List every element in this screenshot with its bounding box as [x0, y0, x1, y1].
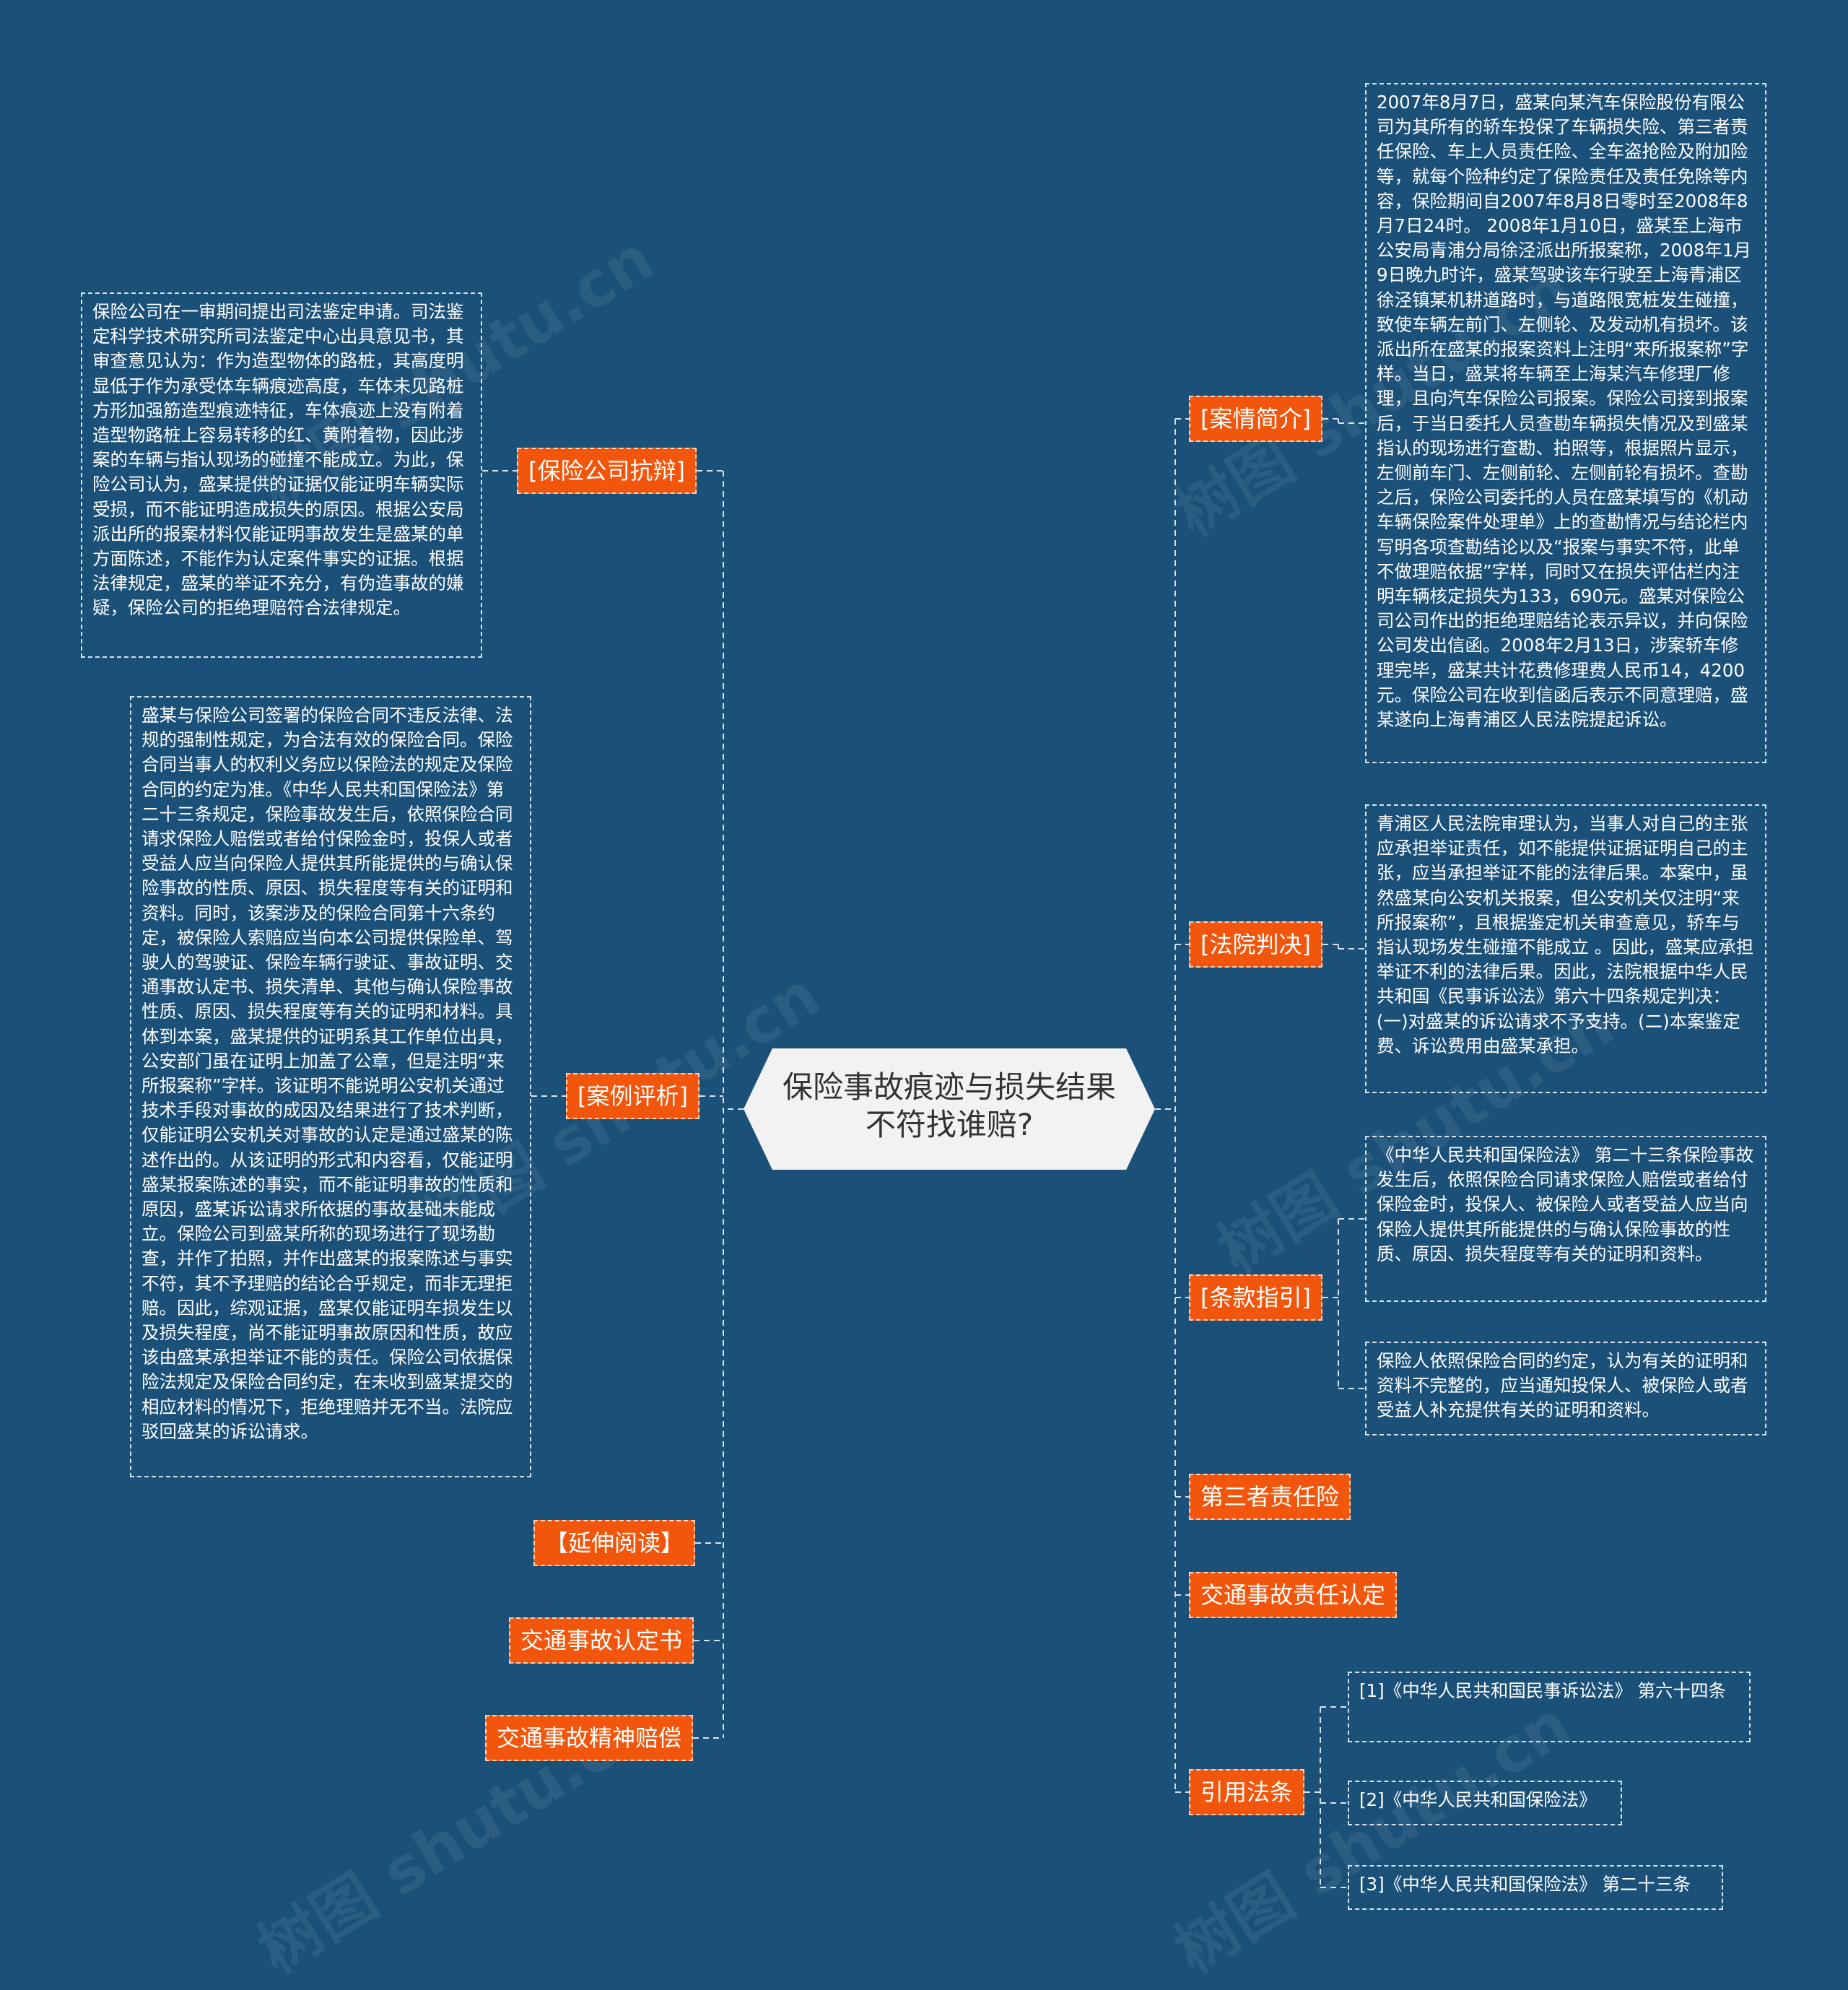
leaf-court-text: 青浦区人民法院审理认为，当事人对自己的主张应承担举证责任，如不能提供证据证明自己… [1365, 804, 1766, 1093]
branch-traffic-liability[interactable]: 交通事故责任认定 [1189, 1572, 1398, 1618]
leaf-clause-supplement: 保险人依照保险合同的约定，认为有关的证明和资料不完整的，应当通知投保人、被保险人… [1365, 1342, 1766, 1435]
branch-clause-guide[interactable]: [条款指引] [1189, 1274, 1322, 1321]
leaf-case-intro-text: 2007年8月7日，盛某向某汽车保险股份有限公司为其所有的轿车投保了车辆损失险、… [1365, 83, 1766, 763]
branch-accident-report[interactable]: 交通事故认定书 [509, 1617, 694, 1664]
branch-further-reading[interactable]: 【延伸阅读】 [533, 1520, 696, 1566]
leaf-insurer-defense-text: 保险公司在一审期间提出司法鉴定申请。司法鉴定科学技术研究所司法鉴定中心出具意见书… [81, 292, 482, 658]
leaf-clause-article-23: 《中华人民共和国保险法》 第二十三条保险事故发生后，依照保险合同请求保险人赔偿或… [1365, 1136, 1766, 1302]
branch-case-analysis[interactable]: [案例评析] [566, 1073, 699, 1119]
branch-third-party-insurance[interactable]: 第三者责任险 [1189, 1474, 1351, 1520]
leaf-case-analysis-text: 盛某与保险公司签署的保险合同不违反法律、法规的强制性规定，为合法有效的保险合同。… [130, 696, 531, 1477]
leaf-law-civil-procedure: [1]《中华人民共和国民事诉讼法》 第六十四条 [1348, 1672, 1751, 1742]
root-topic[interactable]: 保险事故痕迹与损失结果不符找谁赔? [744, 1048, 1155, 1170]
branch-court-judgment[interactable]: [法院判决] [1189, 921, 1322, 968]
branch-insurer-defense[interactable]: [保险公司抗辩] [517, 448, 697, 494]
branch-mental-damage[interactable]: 交通事故精神赔偿 [485, 1715, 694, 1761]
leaf-law-insurance: [2]《中华人民共和国保险法》 [1348, 1781, 1622, 1825]
leaf-law-insurance-article-23: [3]《中华人民共和国保险法》 第二十三条 [1348, 1865, 1723, 1910]
branch-case-intro[interactable]: [案情简介] [1189, 396, 1322, 442]
branch-cited-laws[interactable]: 引用法条 [1189, 1769, 1305, 1815]
